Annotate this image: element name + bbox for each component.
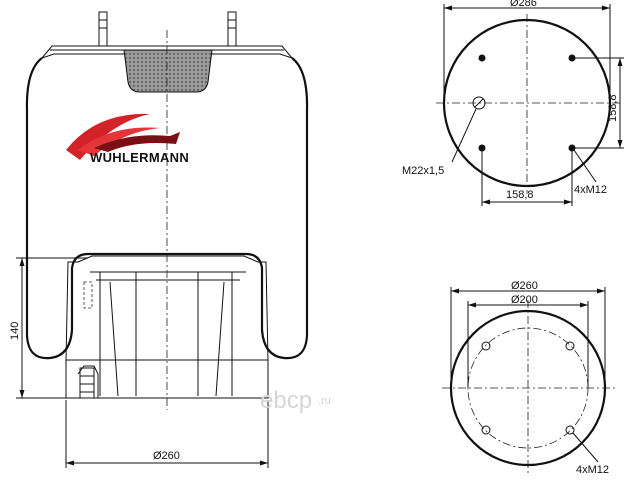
- side-view: 140 Ø260 WUHLERMANN: [9, 11, 309, 468]
- bottom-outer-label: Ø260: [511, 280, 538, 292]
- brand-name: WUHLERMANN: [90, 150, 189, 165]
- center-thread-hole: [472, 96, 486, 110]
- top-bolts-label: 4xM12: [574, 184, 607, 196]
- top-horizontal-offset-label: 158,8: [506, 189, 534, 201]
- top-bolt-hole: [478, 54, 486, 62]
- bottom-bolt-hole: [481, 425, 491, 435]
- watermark: ebcp .ru: [260, 387, 331, 414]
- brand-logo: WUHLERMANN: [66, 113, 189, 165]
- bottom-view: Ø260 Ø200 4xM12: [442, 280, 616, 476]
- bottom-bolt-hole: [565, 341, 575, 351]
- height-dimension: 140: [9, 257, 88, 399]
- top-vertical-offset-label: 158,8: [607, 94, 619, 122]
- watermark-suffix: .ru: [318, 395, 331, 407]
- bottom-bolts-label: 4xM12: [576, 464, 609, 476]
- mounting-stud-right: [227, 11, 237, 47]
- top-diameter-label: Ø286: [510, 0, 537, 9]
- mounting-stud-left: [98, 11, 108, 47]
- bottom-inner-label: Ø200: [511, 294, 538, 306]
- side-diameter-dimension: Ø260: [65, 400, 269, 468]
- side-diameter-label: Ø260: [153, 450, 180, 462]
- logo-swoosh-3: [94, 132, 180, 152]
- top-view: Ø286 M22x1,5 158,8 158,8 4xM12: [402, 0, 624, 206]
- bump-stop: [123, 49, 213, 93]
- bottom-bolt-hole: [481, 341, 491, 351]
- center-thread-label: M22x1,5: [402, 165, 444, 177]
- watermark-text: ebcp: [260, 387, 312, 414]
- height-dim-label: 140: [9, 322, 21, 340]
- bottom-bolt-hole: [565, 425, 575, 435]
